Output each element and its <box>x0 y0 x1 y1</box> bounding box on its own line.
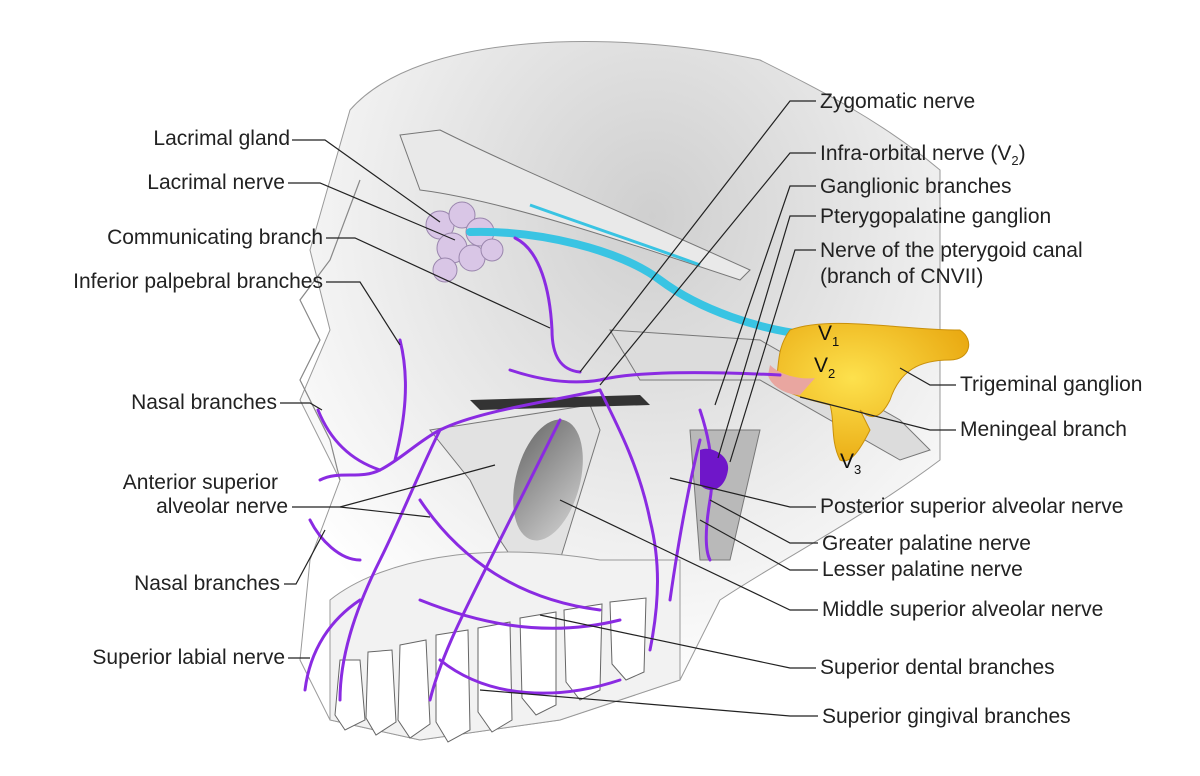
leader-line <box>284 529 326 585</box>
leader-line <box>717 215 816 459</box>
leader-line <box>479 689 818 717</box>
label-infra-orbital-nerve: Infra-orbital nerve (V2) <box>820 142 1026 168</box>
label-lesser-palatine: Lesser palatine nerve <box>822 558 1023 581</box>
label-zygomatic-nerve: Zygomatic nerve <box>820 90 976 113</box>
nerve-path <box>338 428 442 702</box>
leader-line <box>799 396 956 431</box>
nerve-path <box>316 408 382 472</box>
nerve-path <box>598 388 659 652</box>
label-pterygoid-canal-line1: Nerve of the pterygoid canal <box>820 239 1083 262</box>
tooth <box>365 649 397 736</box>
label-superior-gingival: Superior gingival branches <box>822 705 1071 728</box>
leader-line <box>729 249 816 463</box>
tooth <box>435 629 471 743</box>
leader-line <box>714 185 816 406</box>
leader-line <box>559 499 818 611</box>
tooth <box>477 621 513 733</box>
leader-line <box>292 139 441 223</box>
nerve-path <box>418 498 602 612</box>
label-inferior-palpebral: Inferior palpebral branches <box>73 270 323 293</box>
leader-line <box>326 237 551 329</box>
leader-line <box>579 100 816 373</box>
division-label-v1: V1 <box>818 322 839 349</box>
leader-line <box>339 506 431 518</box>
label-ganglionic-branches: Ganglionic branches <box>820 175 1012 198</box>
leader-line <box>899 367 956 386</box>
nerve-path <box>378 388 602 472</box>
tooth <box>519 611 557 716</box>
nerve-path <box>438 658 622 695</box>
nerve-path <box>318 468 382 482</box>
nerve-path <box>508 368 782 384</box>
nerve-path <box>303 598 362 692</box>
leader-line <box>699 519 818 571</box>
label-greater-palatine: Greater palatine nerve <box>822 532 1031 555</box>
nerve-path <box>698 408 714 562</box>
tooth <box>397 639 431 739</box>
label-posterior-superior-alveolar: Posterior superior alveolar nerve <box>820 495 1124 518</box>
upper-blue-nerve <box>529 203 701 267</box>
leader-line <box>599 152 816 386</box>
label-communicating-branch: Communicating branch <box>107 226 323 249</box>
maxillary-sinus-opening <box>513 419 583 541</box>
label-meningeal-branch: Meningeal branch <box>960 418 1127 441</box>
orbit-floor-bone <box>399 129 751 281</box>
label-anterior-superior-line2: alveolar nerve <box>156 495 288 518</box>
leader-line <box>288 182 456 241</box>
tooth <box>609 597 647 681</box>
label-lacrimal-nerve: Lacrimal nerve <box>147 171 285 194</box>
leader-lines <box>280 100 956 717</box>
label-anterior-superior-line1: Anterior superior <box>122 471 278 494</box>
maxillary-nerve-branches <box>303 236 782 702</box>
label-superior-dental: Superior dental branches <box>820 656 1055 679</box>
nasal-region <box>299 179 361 481</box>
nerve-path <box>428 418 562 702</box>
label-lacrimal-gland: Lacrimal gland <box>153 127 290 150</box>
label-pterygopalatine-ganglion: Pterygopalatine ganglion <box>820 205 1052 228</box>
label-nasal-branches-lower: Nasal branches <box>134 572 280 595</box>
leader-line <box>669 477 816 508</box>
nerve-path <box>668 438 702 602</box>
label-middle-superior-alveolar: Middle superior alveolar nerve <box>822 598 1104 621</box>
label-nasal-branches-upper: Nasal branches <box>131 391 277 414</box>
leader-line <box>326 281 401 346</box>
leader-line <box>280 402 323 411</box>
pterygopalatine-ganglion-body <box>700 448 729 490</box>
division-label-v3: V3 <box>840 450 861 477</box>
label-superior-labial: Superior labial nerve <box>92 646 285 669</box>
trigeminal-ganglion <box>768 322 970 462</box>
label-trigeminal-ganglion: Trigeminal ganglion <box>960 373 1143 396</box>
nerve-path <box>393 338 407 462</box>
leader-line <box>539 614 816 669</box>
leader-line <box>709 499 818 544</box>
label-pterygoid-canal-line2: (branch of CNVII) <box>820 265 984 288</box>
nerve-path <box>513 236 582 374</box>
nerve-path <box>308 518 362 562</box>
division-label-v2: V2 <box>814 354 835 381</box>
